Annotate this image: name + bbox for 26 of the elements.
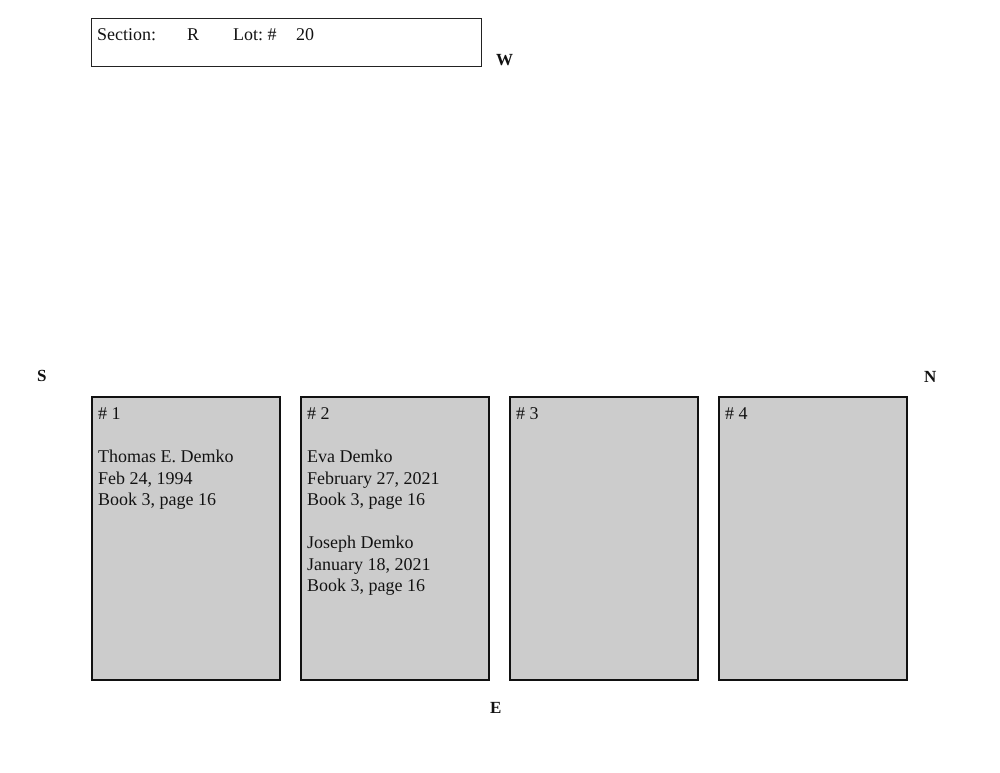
burial-plot (718, 396, 908, 681)
burial-record-text: Book 3, page 16 (98, 489, 217, 510)
burial-plot (509, 396, 699, 681)
compass-direction: W (496, 50, 513, 70)
burial-record-text: Book 3, page 16 (307, 489, 426, 510)
compass-direction: E (490, 698, 502, 718)
header-text: 20 (296, 24, 314, 45)
burial-record-text: February 27, 2021 (307, 468, 440, 489)
header-text: Section: (97, 24, 156, 45)
burial-record-text: Feb 24, 1994 (98, 468, 194, 489)
burial-record-text: Eva Demko (307, 446, 394, 468)
plot-number: # 3 (516, 403, 540, 424)
burial-record-text: Book 3, page 16 (307, 575, 426, 596)
burial-record-text: Joseph Demko (307, 532, 414, 554)
burial-plot (300, 396, 490, 681)
header-text: Lot: # (233, 24, 276, 45)
plot-number: # 4 (725, 403, 748, 424)
section-lot-box (91, 18, 482, 67)
compass-direction: S (37, 366, 46, 386)
burial-plot (91, 396, 281, 681)
burial-record-text: January 18, 2021 (307, 554, 432, 575)
header-text: R (187, 24, 200, 45)
plot-number: # 1 (98, 403, 122, 424)
compass-direction: N (924, 367, 936, 387)
plot-number: # 2 (307, 403, 330, 424)
burial-record-text: Thomas E. Demko (98, 446, 234, 468)
